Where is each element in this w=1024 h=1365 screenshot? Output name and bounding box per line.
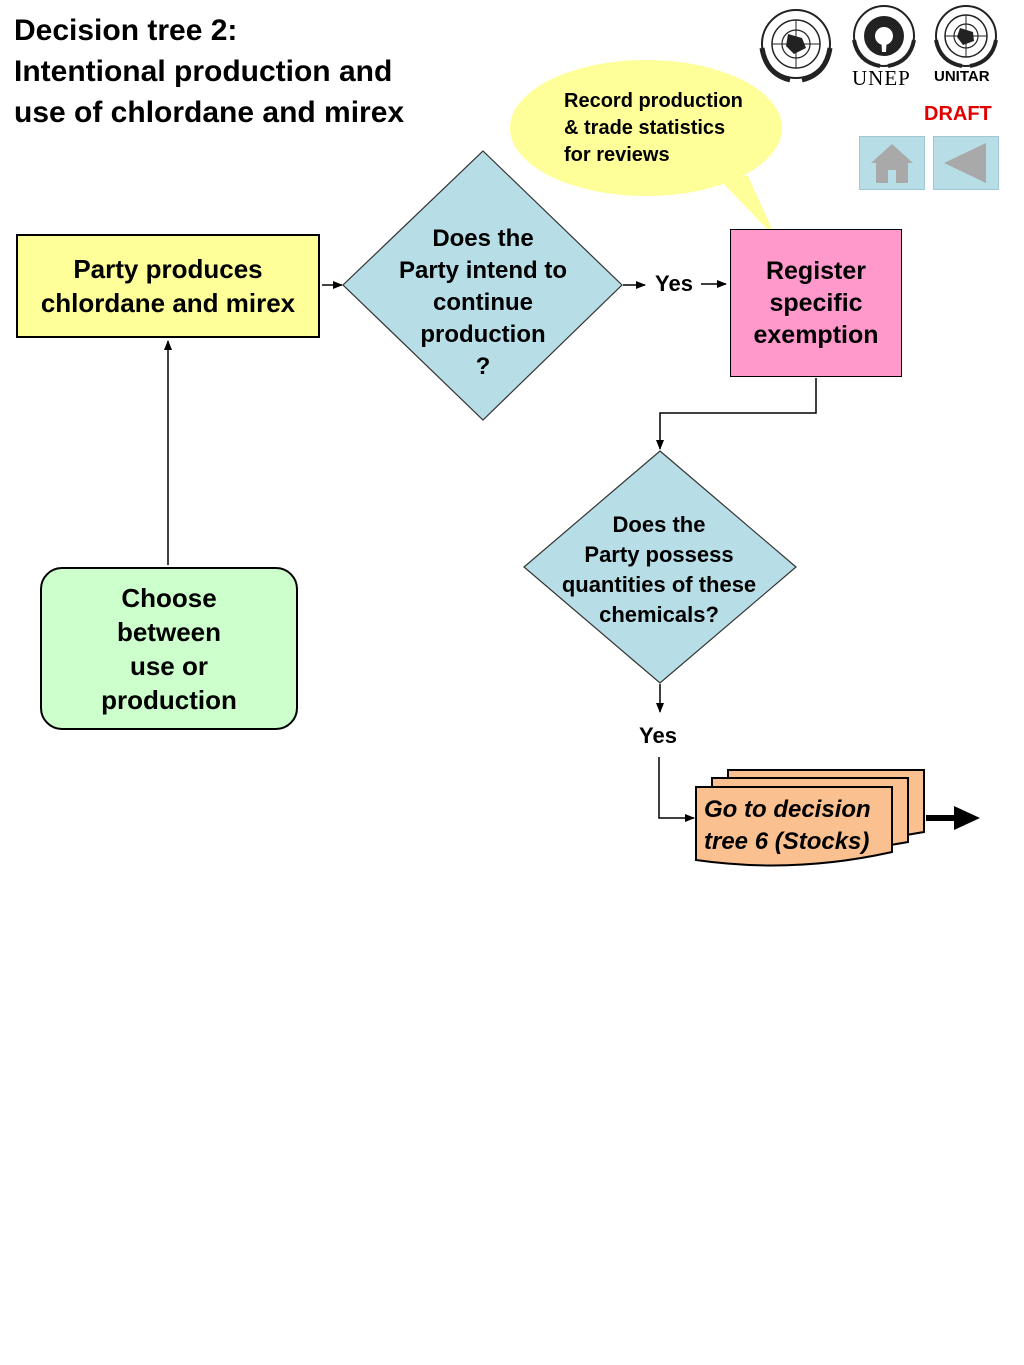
back-button[interactable] xyxy=(933,136,999,190)
title-line-1: Decision tree 2: xyxy=(14,14,238,47)
choose-line-1: Choose xyxy=(121,582,217,613)
decision-continue-text: Does the Party intend to continue produc… xyxy=(370,223,596,383)
unep-logo-label: UNEP xyxy=(852,66,911,90)
decision-possess-line-4: chemicals? xyxy=(599,602,719,627)
node-choose: Choose between use or production xyxy=(40,567,298,730)
title-line-2: Intentional production and xyxy=(14,55,393,88)
unitar-logo-label: UNITAR xyxy=(934,68,990,85)
draft-badge: DRAFT xyxy=(924,103,992,125)
register-line-1: Register xyxy=(765,257,867,285)
home-icon xyxy=(871,144,913,183)
goto-tree6-document-stack xyxy=(695,769,925,867)
register-line-3: exemption xyxy=(753,321,879,349)
decision-possess-line-3: quantities of these xyxy=(561,572,757,597)
page-title: Decision tree 2: Intentional production … xyxy=(14,10,484,133)
goto-line-1: Go to decision xyxy=(704,796,871,823)
unitar-emblem-icon xyxy=(934,5,998,68)
arrow-yes-to-goto xyxy=(658,757,695,822)
decision-diamond-continue xyxy=(342,150,623,421)
callout-line-2: & trade statistics xyxy=(564,117,726,139)
goto-tree6-link[interactable]: Go to decision tree 6 (Stocks) xyxy=(704,794,904,858)
callout-text: Record production & trade statistics for… xyxy=(564,88,774,169)
choose-line-2: between xyxy=(116,616,221,647)
unep-emblem-icon xyxy=(852,5,916,68)
edge-label-yes-2: Yes xyxy=(639,723,677,748)
callout-bubble xyxy=(510,60,782,238)
title-line-3: use of chlordane and mirex xyxy=(14,96,405,129)
callout-line-3: for reviews xyxy=(564,144,670,166)
edge-label-yes-1: Yes xyxy=(655,271,693,296)
choose-line-4: production xyxy=(101,684,237,715)
decision-continue-line-4: production xyxy=(420,321,546,348)
choose-line-3: use or xyxy=(129,650,208,681)
decision-possess-line-1: Does the xyxy=(612,512,706,537)
home-button[interactable] xyxy=(859,136,925,190)
callout-line-1: Record production xyxy=(564,90,743,112)
decision-continue-line-1: Does the xyxy=(432,225,534,252)
decision-continue-line-2: Party intend to xyxy=(398,257,567,284)
goto-tree6-arrow xyxy=(926,806,980,830)
register-line-2: specific xyxy=(769,289,863,317)
un-emblem-icon xyxy=(759,9,833,83)
node-party-produces: Party produces chlordane and mirex xyxy=(16,234,320,338)
decision-continue-line-3: continue xyxy=(433,289,533,316)
decision-continue-line-5: ? xyxy=(475,353,491,380)
party-produces-line-2: chlordane and mirex xyxy=(40,288,296,318)
back-arrow-icon xyxy=(944,143,986,183)
decision-possess-text: Does the Party possess quantities of the… xyxy=(540,510,778,630)
party-produces-line-1: Party produces xyxy=(73,254,263,284)
decision-possess-line-2: Party possess xyxy=(584,542,734,567)
arrow-register-to-decision2 xyxy=(656,378,817,450)
decision-diamond-possess xyxy=(523,450,797,684)
goto-line-2: tree 6 (Stocks) xyxy=(704,828,870,855)
node-register-exemption: Register specific exemption xyxy=(730,229,902,377)
